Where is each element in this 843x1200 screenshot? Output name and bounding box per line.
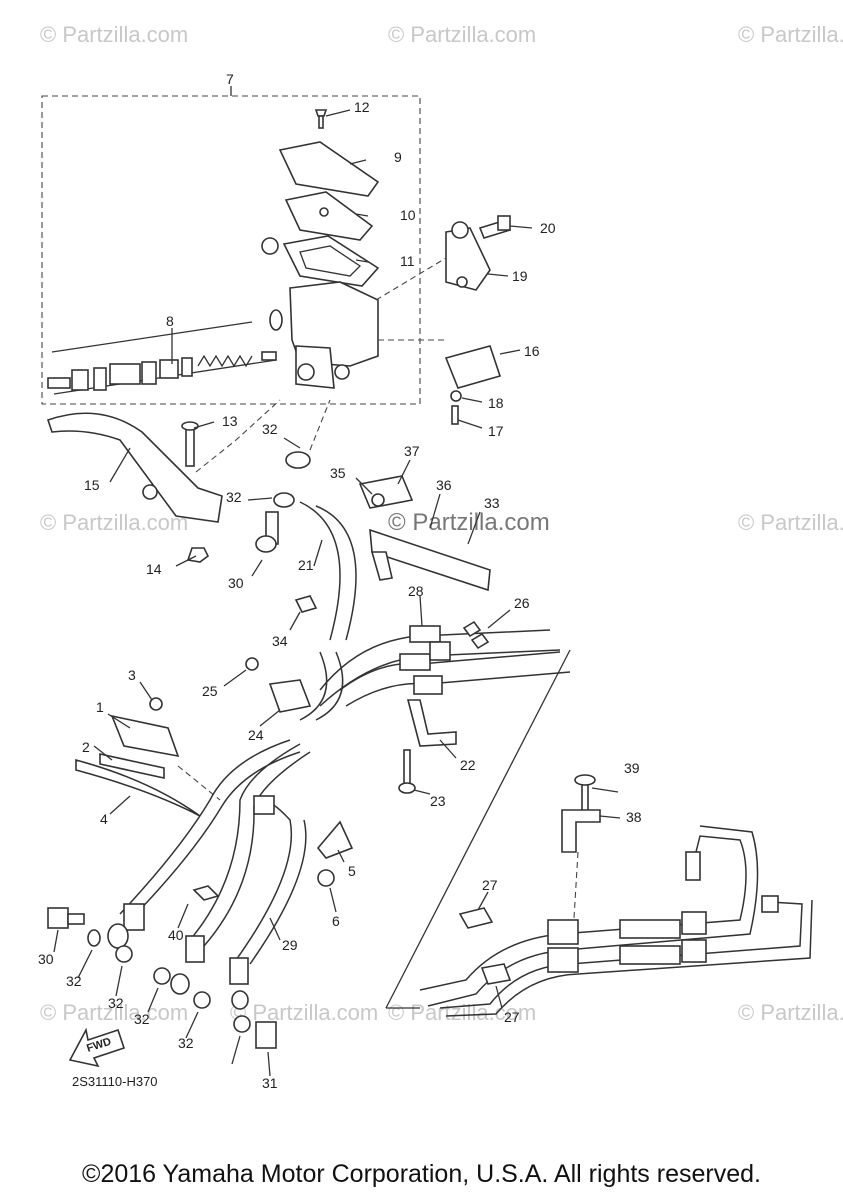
callout-number: 32 [66,973,82,989]
callout-number: 30 [228,575,244,591]
brake-lever [46,399,281,567]
callout-number: 10 [400,207,416,223]
callout-number: 22 [460,757,476,773]
callout-number: 27 [482,877,498,893]
callout-number: 26 [514,595,530,611]
callout-number: 35 [330,465,346,481]
callout-number: 5 [348,863,356,879]
callout-number: 15 [84,477,100,493]
callout-number: 8 [166,313,174,329]
watermark: © Partzilla.com [738,1000,843,1025]
fwd-arrow: FWD [68,1027,126,1068]
callout-number: 32 [134,1011,150,1027]
callout-number: 37 [404,443,420,459]
callout-number: 17 [488,423,504,439]
callout-number: 4 [100,811,108,827]
watermark: © Partzilla.com [40,510,188,535]
watermark: © Partzilla.com [738,510,843,535]
upper-hose [247,399,357,721]
clamp-and-switch [375,215,533,429]
watermark: © Partzilla.com [388,1000,536,1025]
callout-number: 36 [436,477,452,493]
left-bracket-parts [75,681,221,817]
callout-number: 33 [484,495,500,511]
callout-number: 14 [146,561,162,577]
center-watermark: © Partzilla.com [388,509,550,536]
watermark: © Partzilla.com [738,22,843,47]
callout-number: 2 [82,739,90,755]
callout-number: 23 [430,793,446,809]
callout-number: 16 [524,343,540,359]
callout-number: 32 [262,421,278,437]
callout-numbers: 7 12 9 10 20 11 19 8 16 18 17 13 15 32 3… [38,71,642,1091]
callout-number: 30 [38,951,54,967]
callout-number: 19 [512,268,528,284]
watermark: © Partzilla.com [40,1000,188,1025]
callout-number: 29 [282,937,298,953]
callout-number: 12 [354,99,370,115]
mid-hoses [223,595,571,795]
callout-number: 18 [488,395,504,411]
callout-number: 13 [222,413,238,429]
callout-number: 11 [400,253,415,269]
callout-number: 3 [128,667,136,683]
callout-number: 25 [202,683,218,699]
watermark: © Partzilla.com [388,22,536,47]
callout-number: 32 [226,489,242,505]
callout-number: 7 [226,71,234,87]
watermark-layer: © Partzilla.com © Partzilla.com © Partzi… [40,22,843,1025]
master-cylinder-assembly [41,86,421,405]
watermark: © Partzilla.com [40,22,188,47]
callout-number: 9 [394,149,402,165]
callout-number: 24 [248,727,264,743]
callout-number: 34 [272,633,288,649]
callout-number: 20 [540,220,556,236]
lower-hoses [47,739,354,1077]
callout-number: 6 [332,913,340,929]
callout-number: 28 [408,583,424,599]
callout-number: 32 [108,995,124,1011]
callout-number: 32 [178,1035,194,1051]
callout-number: 31 [262,1075,278,1091]
callout-number: 39 [624,760,640,776]
copyright-notice: ©2016 Yamaha Motor Corporation, U.S.A. A… [82,1160,761,1188]
callout-number: 40 [168,927,184,943]
watermark: © Partzilla.com [230,1000,378,1025]
bracket-assembly [355,459,491,592]
callout-number: 21 [298,557,314,573]
callout-number: 27 [504,1009,520,1025]
callout-number: 1 [96,699,104,715]
rear-lines-inset [385,649,813,1017]
callout-number: 38 [626,809,642,825]
drawing-code: 2S31110-H370 [72,1074,158,1089]
